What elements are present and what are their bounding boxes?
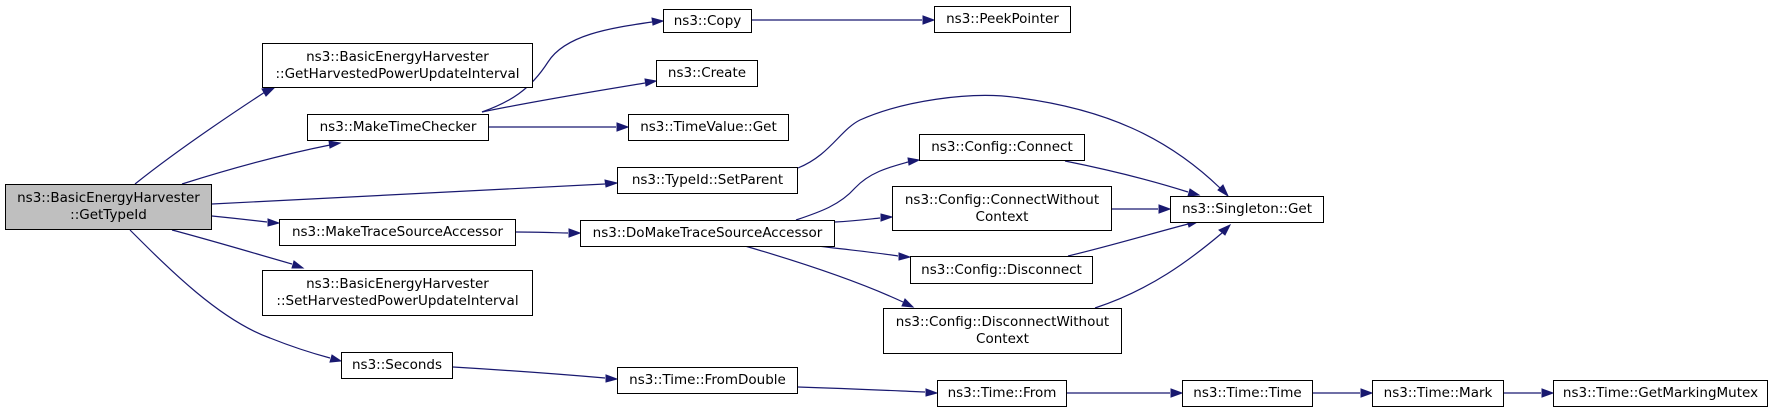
node-label: ns3::TypeId::SetParent <box>631 172 784 188</box>
node-timevalue-get[interactable]: ns3::TimeValue::Get <box>628 114 789 141</box>
node-label: ns3::Time::From <box>947 385 1057 401</box>
node-config-disconnect-without-context[interactable]: ns3::Config::DisconnectWithout Context <box>883 308 1122 354</box>
node-label: ns3::TimeValue::Get <box>640 119 777 135</box>
edge-do-make-tsa-to-config-disconnect <box>817 245 899 257</box>
node-line1: ns3::BasicEnergyHarvester <box>306 276 489 292</box>
arrow-head <box>329 354 343 363</box>
node-line2: ::GetHarvestedPowerUpdateInterval <box>275 65 520 82</box>
node-make-trace-source-accessor[interactable]: ns3::MakeTraceSourceAccessor <box>279 219 516 246</box>
edge-root-to-make-tsa <box>211 215 268 223</box>
node-label: ns3::Config::Disconnect <box>921 261 1082 278</box>
node-label: ns3::Time::GetMarkingMutex <box>1562 385 1759 401</box>
node-label: ns3::Config::Connect <box>931 139 1073 155</box>
edge-root-to-set-update-interval <box>171 229 293 265</box>
node-singleton-get[interactable]: ns3::Singleton::Get <box>1170 196 1324 223</box>
root-node-line2: ::GetTypeId <box>70 207 147 223</box>
edge-config-disconnect-wc-to-singleton-get <box>1094 232 1223 309</box>
edge-make-time-checker-to-create <box>481 82 646 113</box>
arrow-head <box>651 17 665 26</box>
arrow-head <box>1158 204 1172 214</box>
node-label: ns3::Time::FromDouble <box>629 372 786 388</box>
node-label: ns3::PeekPointer <box>946 11 1059 27</box>
arrow-head <box>328 140 342 149</box>
node-get-harvested-power-update-interval[interactable]: ns3::BasicEnergyHarvester ::GetHarvested… <box>262 43 533 88</box>
node-config-connect-without-context[interactable]: ns3::Config::ConnectWithout Context <box>892 186 1112 231</box>
edge-do-make-tsa-to-config-connect-wc <box>834 217 881 223</box>
arrow-head <box>604 179 619 188</box>
arrow-head <box>1218 223 1232 236</box>
node-time-time[interactable]: ns3::Time::Time <box>1182 380 1313 407</box>
arrow-head <box>616 122 630 132</box>
node-time-from[interactable]: ns3::Time::From <box>937 380 1067 407</box>
node-line2: Context <box>975 208 1029 225</box>
node-make-time-checker[interactable]: ns3::MakeTimeChecker <box>307 114 489 141</box>
edge-root-to-set-parent <box>211 183 606 205</box>
edge-config-disconnect-to-singleton-get <box>1067 223 1189 257</box>
root-node-line1: ns3::BasicEnergyHarvester <box>17 190 200 206</box>
edge-config-connect-to-singleton-get <box>1064 160 1189 193</box>
edge-time-from-double-to-time-from <box>797 386 926 393</box>
edge-set-parent-to-singleton-get <box>797 94 1221 189</box>
node-label: ns3::Time::Time <box>1193 385 1302 401</box>
node-line2: Context <box>976 331 1029 347</box>
arrow-head <box>644 78 658 87</box>
node-seconds[interactable]: ns3::Seconds <box>341 352 453 379</box>
edge-do-make-tsa-to-config-connect <box>795 161 909 221</box>
node-label: ns3::Seconds <box>352 357 442 373</box>
node-peek-pointer[interactable]: ns3::PeekPointer <box>934 6 1071 33</box>
node-do-make-trace-source-accessor[interactable]: ns3::DoMakeTraceSourceAccessor <box>580 220 835 247</box>
node-label: ns3::Singleton::Get <box>1181 201 1313 217</box>
node-line2: ::SetHarvestedPowerUpdateInterval <box>276 293 519 309</box>
node-set-harvested-power-update-interval[interactable]: ns3::BasicEnergyHarvester ::SetHarvested… <box>262 270 533 316</box>
node-label: ns3::DoMakeTraceSourceAccessor <box>592 225 823 241</box>
arrow-head <box>1170 388 1184 398</box>
arrow-head <box>901 298 915 308</box>
node-time-from-double[interactable]: ns3::Time::FromDouble <box>617 367 798 394</box>
arrow-head <box>880 213 894 222</box>
node-label: ns3::Time::Mark <box>1383 385 1493 401</box>
arrow-head <box>291 260 305 269</box>
arrow-head <box>568 228 582 238</box>
node-config-connect[interactable]: ns3::Config::Connect <box>919 134 1085 161</box>
arrow-head <box>1187 188 1201 197</box>
arrow-head <box>267 218 281 227</box>
node-label: ns3::Copy <box>673 12 742 29</box>
node-label: ns3::MakeTimeChecker <box>319 119 477 135</box>
arrow-head <box>907 157 921 166</box>
arrow-head <box>925 388 939 397</box>
node-get-marking-mutex[interactable]: ns3::Time::GetMarkingMutex <box>1553 380 1768 407</box>
arrow-head <box>1541 388 1555 398</box>
edge-seconds-to-time-from-double <box>452 366 606 379</box>
node-time-mark[interactable]: ns3::Time::Mark <box>1372 380 1504 407</box>
arrow-head <box>1217 184 1230 198</box>
node-label: ns3::MakeTraceSourceAccessor <box>291 224 504 240</box>
arrow-head <box>605 374 619 383</box>
arrow-head <box>1360 388 1374 398</box>
root-node-get-type-id: ns3::BasicEnergyHarvester ::GetTypeId <box>5 184 212 230</box>
edge-make-time-checker-to-copy <box>481 21 653 113</box>
arrow-head <box>922 15 936 25</box>
node-config-disconnect[interactable]: ns3::Config::Disconnect <box>910 256 1093 284</box>
edge-do-make-tsa-to-config-disconnect-wc <box>744 245 904 303</box>
node-copy[interactable]: ns3::Copy <box>663 9 752 33</box>
node-line1: ns3::Config::DisconnectWithout <box>895 314 1110 330</box>
edge-make-tsa-to-do-make-tsa <box>515 231 569 234</box>
edge-root-to-make-time-checker <box>181 144 331 185</box>
arrow-head <box>898 252 912 261</box>
node-line1: ns3::BasicEnergyHarvester <box>306 48 489 65</box>
edge-root-to-get-update-interval <box>134 91 266 185</box>
edge-root-to-seconds <box>129 229 331 359</box>
node-line1: ns3::Config::ConnectWithout <box>904 191 1100 208</box>
node-set-parent[interactable]: ns3::TypeId::SetParent <box>617 167 798 194</box>
node-create[interactable]: ns3::Create <box>656 60 758 87</box>
node-label: ns3::Create <box>667 65 747 81</box>
